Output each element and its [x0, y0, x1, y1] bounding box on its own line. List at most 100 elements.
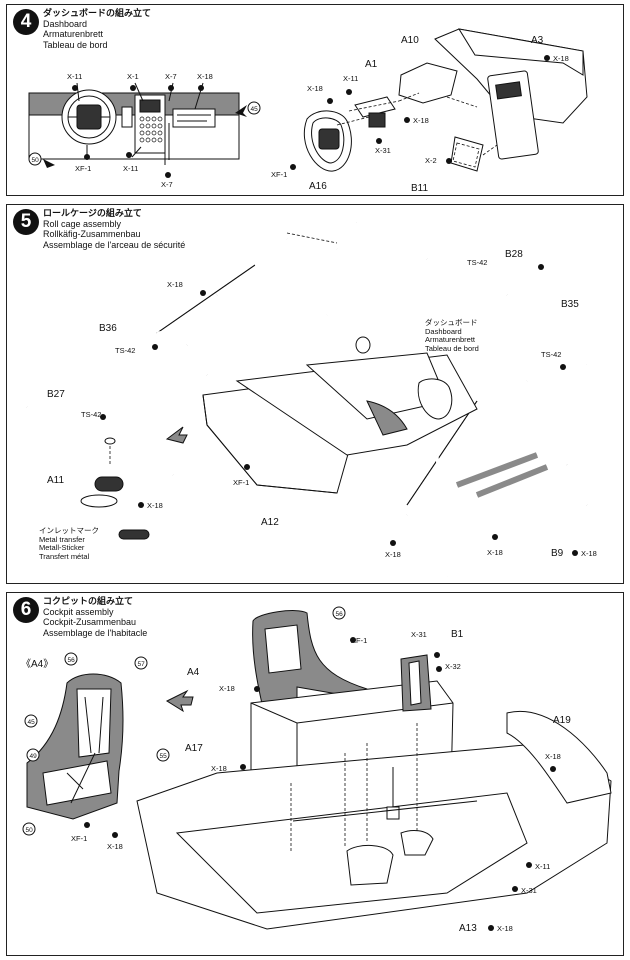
decal-de: Metall-Sticker [39, 543, 85, 552]
title-de: Rollkäfig-Zusammenbau [43, 229, 141, 239]
title-fr: Assemblage de l'arceau de sécurité [43, 239, 186, 250]
label-c50: 50 [26, 827, 34, 834]
seat-inset-view [26, 673, 124, 820]
step-5-panel: 5 ロールケージの組み立て Roll cage assembly Rollkäf… [6, 204, 624, 584]
title-fr: Tableau de bord [43, 39, 108, 50]
callout-56a [64, 652, 78, 666]
label-x18a: X-18 [107, 842, 123, 851]
callout-45 [24, 714, 38, 728]
dash-fr: Tableau de bord [425, 343, 479, 353]
callout-49 [26, 748, 40, 762]
label-x31a: X-31 [411, 630, 427, 639]
label-c45: 45 [28, 719, 36, 726]
step-number-badge: 5 [13, 209, 39, 235]
label-x31b: X-31 [521, 886, 537, 895]
label-c49: 49 [30, 753, 38, 760]
decal-jp: インレットマーク [39, 526, 99, 535]
decal-en: Metal transfer [39, 534, 85, 544]
step-6-panel: 6 コクピットの組み立て Cockpit assembly Cockpit-Zu… [6, 592, 624, 956]
label-a10: A10 [401, 35, 419, 46]
label-x18e: X-18 [581, 549, 597, 558]
assembly-arrows [165, 689, 194, 713]
cockpit-tub [136, 654, 612, 930]
decal-fr: Transfert métal [39, 551, 90, 561]
label-ts42c: TS-42 [541, 350, 561, 359]
title-jp: コクピットの組み立て [43, 596, 134, 606]
title-de: Armaturenbrett [43, 29, 104, 39]
dashboard-detail-view [28, 82, 247, 168]
label-a11: A11 [47, 475, 64, 486]
label-b11: B11 [411, 183, 428, 194]
title-en: Cockpit assembly [43, 606, 114, 617]
title-en: Roll cage assembly [43, 218, 122, 229]
step-4-titles: ダッシュボードの組み立て Dashboard Armaturenbrett Ta… [43, 8, 151, 50]
label-b1: B1 [451, 629, 464, 640]
label-x11a: X-11 [67, 72, 82, 81]
dashboard-exploded-view [303, 28, 588, 172]
label-x7b: X-7 [161, 180, 173, 189]
label-x1: X-1 [127, 72, 139, 81]
label-x11b: X-11 [123, 164, 138, 173]
label-x18c: X-18 [211, 764, 227, 773]
label-c57: 57 [138, 661, 146, 668]
label-x18b: X-18 [307, 84, 323, 93]
label-c55: 55 [160, 753, 168, 760]
callout-45 [247, 101, 261, 115]
label-a3: A3 [531, 35, 544, 46]
label-c45: 45 [251, 106, 259, 113]
paint-markers [72, 85, 204, 178]
label-c56b: 56 [336, 611, 344, 618]
step-5-titles: ロールケージの組み立て Roll cage assembly Rollkäfig… [43, 208, 185, 250]
label-x32: X-32 [445, 662, 461, 671]
label-x18a: X-18 [167, 280, 183, 289]
mirror-parts [26, 405, 188, 540]
paint-markers [84, 637, 556, 931]
label-x18c: X-18 [553, 54, 569, 63]
label-a16: A16 [309, 181, 327, 192]
step-4-diagram: X-11 X-1 X-7 X-18 XF-1 X-11 X-7 50 45 [28, 28, 588, 194]
callout-55 [156, 748, 170, 762]
label-b36: B36 [99, 323, 117, 334]
label-b28: B28 [505, 249, 523, 260]
label-c56a: 56 [68, 657, 76, 664]
label-ts42d: TS-42 [81, 410, 101, 419]
label-x7a: X-7 [165, 72, 177, 81]
title-de: Cockpit-Zusammenbau [43, 617, 137, 627]
step-6-titles: コクピットの組み立て Cockpit assembly Cockpit-Zusa… [43, 596, 147, 638]
metal-transfer-swatch [118, 529, 150, 540]
step-number-badge: 4 [13, 9, 39, 35]
title-jp: ダッシュボードの組み立て [43, 8, 152, 18]
label-a12: A12 [261, 517, 279, 528]
label-x2: X-2 [425, 156, 437, 165]
label-x11c: X-11 [343, 74, 358, 83]
callout-50 [28, 152, 42, 166]
title-jp: ロールケージの組み立て [43, 208, 142, 218]
label-xf1a: XF-1 [75, 164, 91, 173]
dash-en: Dashboard [425, 326, 462, 336]
label-b9: B9 [551, 548, 564, 559]
callout-50 [22, 822, 36, 836]
paint-markers [100, 264, 578, 556]
step-5-diagram: TS-42 B28 X-18 B35 B36 TS-42 TS-42 B27 T… [26, 221, 597, 578]
label-x18d: X-18 [487, 548, 503, 557]
label-ts42a: TS-42 [467, 258, 487, 267]
label-inset-a4: 《A4》 [21, 658, 53, 670]
dash-jp: ダッシュボード [425, 318, 478, 327]
label-x31: X-31 [375, 146, 391, 155]
label-b35: B35 [561, 299, 579, 310]
title-fr: Assemblage de l'habitacle [43, 627, 148, 638]
dashboard-callout: ダッシュボード Dashboard Armaturenbrett Tableau… [425, 318, 479, 353]
callout-56b [332, 606, 346, 620]
step-6-diagram: 《A4》 56 57 45 49 55 50 XF-1 X-18 56 XF-1… [21, 606, 612, 934]
label-b27: B27 [47, 389, 65, 400]
label-xf1: XF-1 [233, 478, 249, 487]
label-c50: 50 [32, 157, 40, 164]
label-xf1b: XF-1 [271, 170, 287, 179]
label-xf1b: XF-1 [351, 636, 367, 645]
floor-panel-a12 [202, 336, 478, 494]
label-x18b: X-18 [219, 684, 235, 693]
label-x18b: X-18 [147, 501, 163, 510]
label-a1: A1 [365, 59, 378, 70]
dash-de: Armaturenbrett [425, 335, 476, 344]
label-xf1a: XF-1 [71, 834, 87, 843]
